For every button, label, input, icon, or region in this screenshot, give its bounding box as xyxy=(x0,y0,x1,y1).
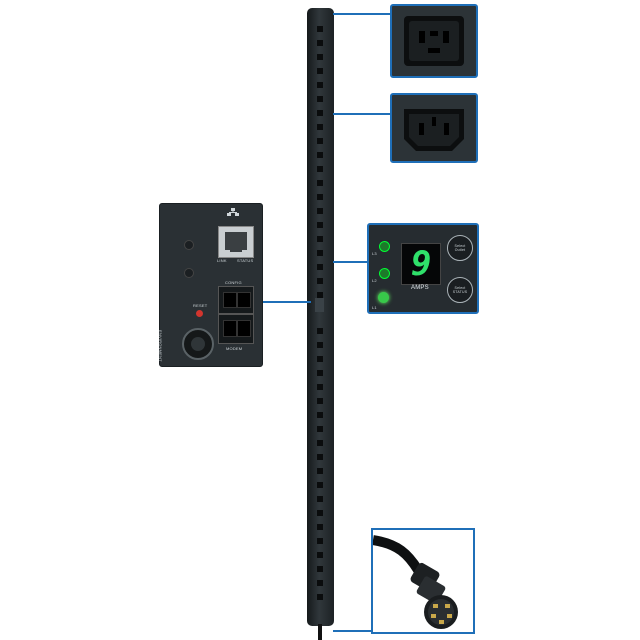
label-l2: L2 xyxy=(372,278,377,283)
outlet-slot xyxy=(317,580,323,586)
c19-outlet-icon xyxy=(404,16,464,66)
leader-c19 xyxy=(333,13,390,15)
outlet-slot xyxy=(317,138,323,144)
screw-1 xyxy=(184,240,194,250)
select-status-button[interactable]: Select STATUS xyxy=(447,277,473,303)
select-outlet-label: Select Outlet xyxy=(454,244,466,252)
outlet-slot xyxy=(317,68,323,74)
outlet-slot xyxy=(317,180,323,186)
outlet-slot xyxy=(317,538,323,544)
outlet-slot xyxy=(317,524,323,530)
outlet-slot xyxy=(317,356,323,362)
outlet-slot xyxy=(317,124,323,130)
environment-label: ENVIRONMENT xyxy=(158,330,163,362)
outlet-slot xyxy=(317,412,323,418)
outlet-slot xyxy=(317,594,323,600)
strip-label-plate xyxy=(315,298,324,312)
outlet-slot xyxy=(317,54,323,60)
outlet-slot xyxy=(317,152,323,158)
led-l3 xyxy=(379,241,390,252)
modem-label: MODEM xyxy=(226,346,243,351)
outlet-slots xyxy=(315,26,324,600)
power-cord xyxy=(318,624,322,640)
outlet-slot xyxy=(317,370,323,376)
modem-port[interactable] xyxy=(218,314,254,344)
leader-network xyxy=(263,301,311,303)
reset-button[interactable] xyxy=(196,310,203,317)
outlet-slot xyxy=(317,292,323,298)
outlet-slot xyxy=(317,222,323,228)
outlet-slot xyxy=(317,264,323,270)
outlet-slot xyxy=(317,278,323,284)
amps-label: AMPS xyxy=(411,285,429,291)
outlet-slot xyxy=(317,398,323,404)
digit-display: 9 xyxy=(401,243,441,285)
outlet-slot xyxy=(317,328,323,334)
outlet-slot xyxy=(317,496,323,502)
reset-label: RESET xyxy=(193,303,208,308)
outlet-slot xyxy=(317,236,323,242)
led-l2 xyxy=(379,268,390,279)
outlet-slot xyxy=(317,384,323,390)
leader-c13 xyxy=(333,113,390,115)
led-l1 xyxy=(378,292,389,303)
leader-display xyxy=(333,261,367,263)
outlet-slot xyxy=(317,96,323,102)
outlet-slot xyxy=(317,110,323,116)
leader-plug xyxy=(333,630,371,632)
plug-inset xyxy=(371,528,475,634)
ethernet-port[interactable] xyxy=(218,226,254,258)
c13-outlet-icon xyxy=(404,109,464,151)
outlet-slot xyxy=(317,552,323,558)
outlet-slot xyxy=(317,468,323,474)
outlet-slot xyxy=(317,510,323,516)
outlet-slot xyxy=(317,82,323,88)
outlet-slot xyxy=(317,426,323,432)
outlet-slot xyxy=(317,40,323,46)
environment-port[interactable] xyxy=(182,328,214,360)
network-panel-inset: LINK STATUS CONFIG MODEM RESET ENVIRONME… xyxy=(158,203,263,367)
network-icon xyxy=(227,208,239,216)
twist-lock-plug-icon xyxy=(372,535,458,629)
outlet-slot xyxy=(317,440,323,446)
pdu-strip xyxy=(307,8,334,626)
label-l1: L1 xyxy=(372,305,377,310)
outlet-slot xyxy=(317,166,323,172)
display-digit: 9 xyxy=(411,244,432,284)
status-label: STATUS xyxy=(237,258,254,263)
c13-outlet-inset xyxy=(390,93,478,163)
outlet-slot xyxy=(317,194,323,200)
outlet-slot xyxy=(317,566,323,572)
outlet-slot xyxy=(317,342,323,348)
link-label: LINK xyxy=(217,258,227,263)
label-l3: L3 xyxy=(372,251,377,256)
amp-meter-inset: L3 L2 L1 9 AMPS Select Outlet Select STA… xyxy=(367,223,479,314)
config-label: CONFIG xyxy=(225,280,242,285)
select-outlet-button[interactable]: Select Outlet xyxy=(447,235,473,261)
outlet-slot xyxy=(317,26,323,32)
outlet-slot xyxy=(317,482,323,488)
outlet-slot xyxy=(317,208,323,214)
screw-2 xyxy=(184,268,194,278)
outlet-slot xyxy=(317,250,323,256)
c19-outlet-inset xyxy=(390,4,478,78)
select-status-label: Select STATUS xyxy=(452,286,468,294)
outlet-slot xyxy=(317,454,323,460)
config-port[interactable] xyxy=(218,286,254,314)
